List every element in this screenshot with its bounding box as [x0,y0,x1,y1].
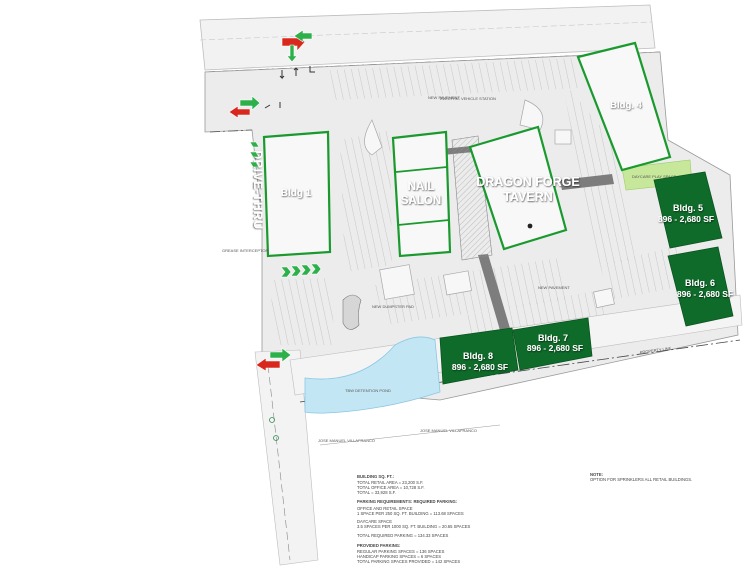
bldg-1-label: Bldg 1 [281,188,312,199]
bldg-8-label: Bldg. 8 [463,351,493,361]
bldg-8-size: 896 - 2,680 SF [452,362,508,372]
bldg-7[interactable] [512,317,593,371]
dumpster-pad-label: NEW DUMPSTER PAD [372,304,414,309]
dumpster-pad: NEW DUMPSTER PAD [342,294,414,330]
ev-station-label: ELECTRIC VEHICLE STATION [440,96,496,101]
grease-interceptor-label: GREASE INTERCEPTOR [222,248,268,253]
bldg-4-label: Bldg. 4 [610,100,642,111]
dragon-forge-label-line1: DRAGON FORGE [476,175,579,189]
detention-pond: TBW DETENTION POND [304,336,441,414]
daycare-play-space-label: DAYCARE PLAY SPACE [632,174,677,179]
note-line: OPTION FOR SPRINKLERS ALL RETAIL BUILDIN… [590,477,692,482]
bldg-5-size: 896 - 2,680 SF [658,214,714,224]
building-sqft-title: BUILDING SQ. FT.: [357,474,394,479]
bldg-6[interactable] [667,246,734,327]
bldg-4[interactable] [576,41,672,172]
building-sqft-line-3: TOTAL = 33,928 S.F. [357,490,396,495]
nail-salon-building[interactable] [391,130,452,258]
bldg-6-label: Bldg. 6 [685,278,715,288]
bldg-5-label: Bldg. 5 [673,203,703,213]
parking-req-title: PARKING REQUIREMENTS: REQUIRED PARKING: [357,499,457,504]
provided-parking-line-1: REGULAR PARKING SPACES = 136 SPACES [357,549,445,554]
provided-parking-line-2: HANDICAP PARKING SPACES = 6 SPACES [357,554,441,559]
nail-salon-label-line1: NAIL [408,181,435,193]
entry-arrow-bottom [255,347,292,372]
notes-block: BUILDING SQ. FT.: TOTAL RETAIL AREA = 23… [357,472,692,564]
provided-parking-title: PROVIDED PARKING: [357,543,400,548]
bldg-8[interactable] [439,327,519,385]
dragon-forge-tavern-building[interactable] [468,125,568,251]
new-pavement-label-1: NEW PAVEMENT [428,95,460,100]
provided-parking-line-3: TOTAL PARKING SPACES PROVIDED = 142 SPAC… [357,559,460,564]
parking-req-line-1: OFFICE AND RETAIL SPACE [357,506,413,511]
new-pavement-label-2: NEW PAVEMENT [538,285,570,290]
bldg-7-label: Bldg. 7 [538,333,568,343]
dragon-forge-label-line2: TAVERN [503,190,553,204]
drive-thru-arrows [249,141,322,278]
landscape-islands [364,99,615,309]
parking-req-line-2: 1 SPACE PER 250 SQ. FT. BUILDING = 113.6… [357,511,464,516]
entrance-markings [264,66,315,109]
parking-req-line-3: DAYCARE SPACE [357,519,392,524]
bldg-1[interactable] [262,130,332,258]
property-line-label: PROPERTY LINE [639,346,672,355]
nail-salon-label-line2: SALON [401,195,441,207]
drive-thru-label: DRIVE-THRU [251,151,265,230]
detention-pond-label: TBW DETENTION POND [345,388,391,393]
ev-station-area [451,135,493,261]
building-sqft-line-2: TOTAL OFFICE AREA = 10,728 S.F. [357,485,425,490]
entry-arrow-left [228,95,261,119]
parking-req-line-4: 3.5 SPACES PER 1000 SQ. FT. BUILDING = 2… [357,524,471,529]
parking-stalls [270,58,690,345]
bldg-7-size: 896 - 2,680 SF [527,343,583,353]
traffic-arrows [228,29,313,372]
owner-label-1: JOSE MANUEL VILLAFRANCO [318,438,375,443]
building-sqft-line-1: TOTAL RETAIL AREA = 23,200 S.F. [357,480,423,485]
bldg-5[interactable] [653,171,723,249]
note-title: NOTE: [590,472,603,477]
tavern-marker [527,223,533,229]
bldg-6-size: 896 - 2,680 SF [677,289,733,299]
parking-req-line-5: TOTAL REQUIRED PARKING = 134.33 SPACES [357,533,449,538]
entry-arrow-top [281,29,313,63]
